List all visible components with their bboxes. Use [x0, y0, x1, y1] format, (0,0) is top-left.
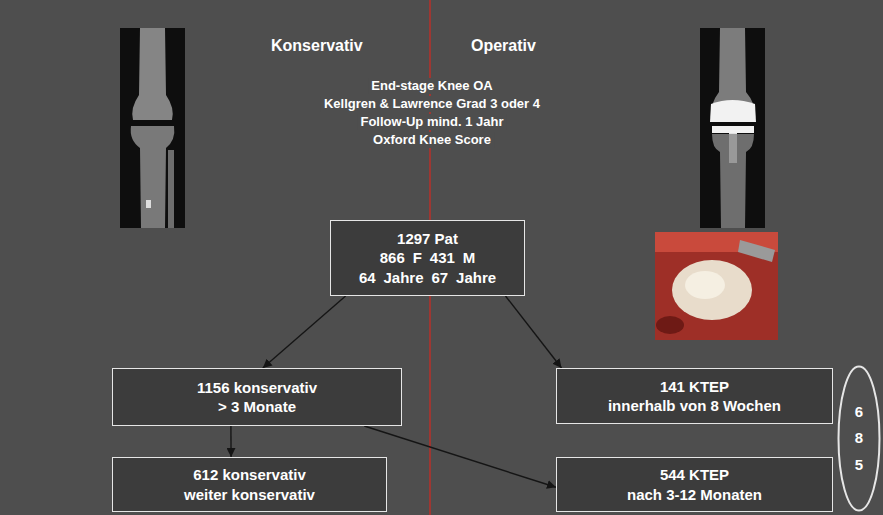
xray-prosthesis [700, 28, 765, 228]
flow-arrow [230, 426, 232, 457]
process-box: 544 KTEPnach 3-12 Monaten [556, 457, 833, 512]
flow-arrow [506, 296, 562, 368]
process-box: 612 konservativweiter konservativ [112, 457, 387, 512]
box-text: weiter konservativ [184, 485, 315, 505]
box-text: > 3 Monate [218, 397, 296, 417]
box-text: 141 KTEP [660, 377, 729, 397]
box-text: 544 KTEP [660, 465, 729, 485]
criteria-label: End-stage Knee OA [368, 78, 495, 94]
process-box: 141 KTEPinnerhalb von 8 Wochen [556, 368, 833, 424]
surgery-photo [655, 232, 778, 340]
column-heading: Operativ [468, 36, 539, 56]
box-text: nach 3-12 Monaten [627, 485, 762, 505]
process-box: 1297 Pat866 F 431 M64 Jahre 67 Jahre [330, 220, 525, 296]
box-text: 1156 konservativ [197, 378, 317, 398]
box-text: 612 konservativ [193, 465, 306, 485]
criteria-label: Follow-Up mind. 1 Jahr [357, 114, 506, 130]
flow-arrow [364, 426, 556, 487]
xray-knee [120, 28, 185, 228]
box-text: innerhalb von 8 Wochen [608, 396, 781, 416]
box-text: 1297 Pat [397, 229, 458, 249]
flow-arrow [263, 296, 346, 368]
total-oval: 6 8 5 [837, 365, 881, 512]
box-text: 866 F 431 M [380, 248, 475, 268]
criteria-label: Oxford Knee Score [370, 132, 494, 148]
box-text: 64 Jahre 67 Jahre [359, 268, 496, 288]
column-heading: Konservativ [268, 36, 366, 56]
criteria-label: Kellgren & Lawrence Grad 3 oder 4 [321, 96, 543, 112]
process-box: 1156 konservativ> 3 Monate [112, 368, 402, 426]
box-text: 6 8 5 [854, 399, 864, 478]
